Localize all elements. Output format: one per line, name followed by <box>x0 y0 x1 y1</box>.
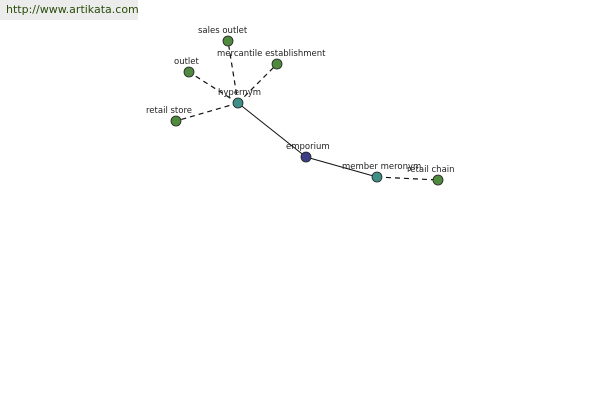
node-sales-outlet[interactable]: sales outlet <box>198 26 248 47</box>
edge-emporium-to-member-meronym <box>305 156 378 178</box>
node-retail-chain-dot[interactable] <box>432 174 444 186</box>
node-mercantile-establishment-label: mercantile establishment <box>217 49 326 59</box>
edges-layer <box>175 40 439 181</box>
node-member-meronym-dot[interactable] <box>371 171 383 183</box>
edge-hypernym-to-mercantile-establishment <box>237 63 278 104</box>
node-retail-store-dot[interactable] <box>170 115 182 127</box>
edge-hypernym-to-outlet <box>188 71 239 104</box>
node-outlet-dot[interactable] <box>183 66 195 78</box>
node-mercantile-establishment[interactable]: mercantile establishment <box>217 49 326 70</box>
node-hypernym-dot[interactable] <box>232 97 244 109</box>
node-member-meronym[interactable]: member meronym <box>342 162 421 183</box>
node-hypernym[interactable]: hypernym <box>218 88 261 109</box>
node-member-meronym-label: member meronym <box>342 162 421 172</box>
edge-emporium-to-hypernym <box>237 102 307 158</box>
node-outlet[interactable]: outlet <box>174 57 200 78</box>
node-retail-store[interactable]: retail store <box>146 106 192 127</box>
node-mercantile-establishment-dot[interactable] <box>271 58 283 70</box>
node-retail-store-label: retail store <box>146 106 192 116</box>
node-outlet-label: outlet <box>174 57 200 67</box>
nodes-layer: emporium hypernym member meronym sales o… <box>146 26 455 186</box>
node-emporium-dot[interactable] <box>300 151 312 163</box>
node-emporium-label: emporium <box>286 142 330 152</box>
edge-hypernym-to-retail-store <box>175 102 239 122</box>
node-retail-chain-label: retail chain <box>407 165 455 175</box>
node-hypernym-label: hypernym <box>218 88 261 98</box>
edge-hypernym-to-sales-outlet <box>227 40 239 104</box>
node-retail-chain[interactable]: retail chain <box>407 165 455 186</box>
node-sales-outlet-dot[interactable] <box>222 35 234 47</box>
node-sales-outlet-label: sales outlet <box>198 26 248 36</box>
node-emporium[interactable]: emporium <box>286 142 330 163</box>
edge-member-meronym-to-retail-chain <box>376 176 439 181</box>
source-url-link[interactable]: http://www.artikata.com <box>0 0 139 20</box>
